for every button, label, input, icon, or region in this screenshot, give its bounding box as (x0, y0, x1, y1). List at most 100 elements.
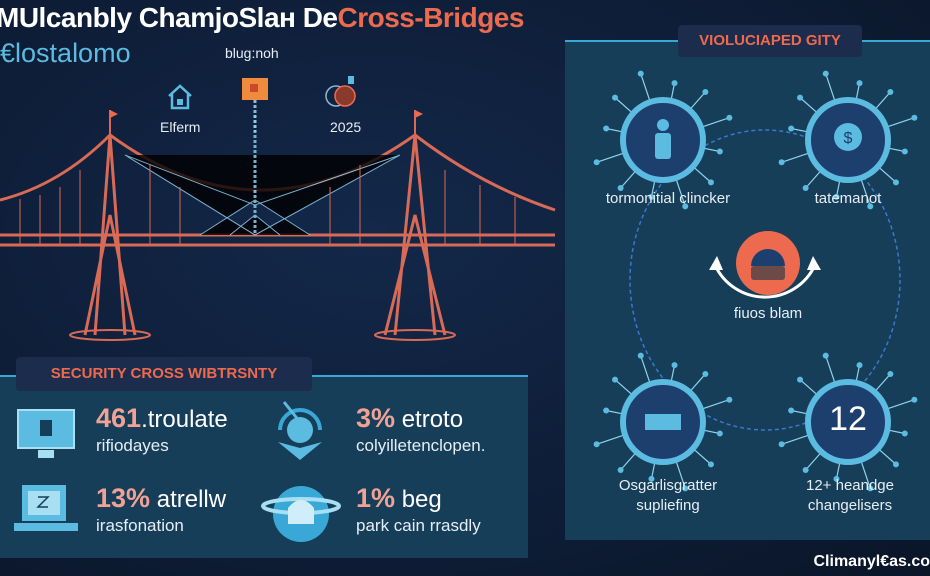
node-label: Osgarlisgratter supliefing (618, 477, 718, 514)
node-label: tormonitial clincker (605, 190, 731, 207)
node-card (620, 379, 706, 465)
stat-subtext: rifiodayes (96, 436, 169, 455)
spoke-dot (856, 362, 863, 369)
spoke-dot (788, 125, 795, 132)
spoke-line (694, 449, 712, 465)
spoke-dot (911, 114, 918, 121)
spoke-line (781, 152, 809, 163)
spoke-line (596, 152, 624, 163)
spoke-dot (867, 203, 874, 210)
spoke-dot (707, 179, 714, 186)
globe-icon (325, 76, 356, 107)
security-panel (0, 375, 528, 558)
spoke-dot (593, 159, 600, 166)
spoke-line (702, 117, 730, 128)
spoke-line (690, 373, 706, 391)
spoke-line (620, 171, 636, 189)
stat-subtext: irasfonation (96, 516, 184, 535)
node-dollar: $ (805, 97, 891, 183)
spoke-line (887, 117, 915, 128)
logo-text: lostalomo (15, 38, 131, 68)
spoke-dot (716, 430, 723, 437)
node-person (620, 97, 706, 183)
spoke-line (887, 399, 915, 410)
svg-text:$: $ (844, 130, 853, 147)
spoke-dot (856, 80, 863, 87)
spoke-dot (911, 396, 918, 403)
spoke-dot (833, 475, 840, 482)
spoke-dot (867, 485, 874, 492)
spoke-dot (702, 89, 709, 96)
spoke-dot (671, 362, 678, 369)
spoke-dot (707, 461, 714, 468)
spoke-line (690, 91, 706, 109)
spoke-dot (726, 114, 733, 121)
title-highlight: Cross-Bridges (337, 2, 525, 33)
spoke-dot (648, 475, 655, 482)
spoke-dot (612, 94, 619, 101)
spoke-dot (726, 396, 733, 403)
spoke-dot (802, 466, 809, 473)
spoke-line (640, 355, 651, 383)
subtitle: blug:noh (225, 45, 279, 61)
spoke-dot (637, 70, 644, 77)
monitor-lock-icon (17, 409, 75, 458)
footer-watermark: Climanyl€as.co (813, 553, 930, 570)
spoke-dot (702, 371, 709, 378)
spoke-line (825, 355, 836, 383)
spoke-line (825, 73, 836, 101)
spoke-dot (603, 125, 610, 132)
spoke-dot (617, 466, 624, 473)
spoke-line (675, 179, 686, 207)
spoke-dot (603, 407, 610, 414)
spoke-dot (612, 376, 619, 383)
spoke-line (694, 167, 712, 183)
spoke-dot (593, 441, 600, 448)
node-label: tatemanot (814, 190, 882, 207)
stat-subtext: colyilletenclopen. (356, 436, 486, 455)
stat-value: 3% (356, 403, 396, 433)
spoke-dot (716, 148, 723, 155)
spoke-dot (901, 430, 908, 437)
spoke-line (620, 453, 636, 471)
user-shield-icon (278, 401, 322, 460)
title-main: MUlcanbly ChamjoSlaн De (0, 2, 338, 33)
node-label: 12+ heandge changelisers (805, 477, 894, 514)
spoke-dot (778, 441, 785, 448)
spoke-line (675, 461, 686, 489)
center-lock-icon (736, 231, 800, 295)
spoke-line (799, 97, 817, 113)
spoke-line (879, 449, 897, 465)
spoke-line (805, 453, 821, 471)
page-title: MUlcanbly ChamjoSlaн DeCross-Bridges (0, 2, 524, 34)
icon-label-elferm: Elferm (160, 119, 201, 135)
spoke-dot (778, 159, 785, 166)
stat-subtext: park cain rrasdly (356, 516, 481, 535)
spoke-dot (802, 184, 809, 191)
spoke-line (875, 373, 891, 391)
spoke-line (875, 91, 891, 109)
spoke-dot (617, 184, 624, 191)
spoke-dot (822, 352, 829, 359)
node-number (805, 379, 891, 465)
bridge-illustration (0, 110, 556, 341)
node-number-value: 12 (829, 400, 867, 438)
spoke-dot (892, 179, 899, 186)
spoke-dot (648, 193, 655, 200)
stat-word: .troulate (141, 406, 228, 433)
spoke-line (879, 167, 897, 183)
spoke-line (614, 379, 632, 395)
spoke-line (860, 179, 871, 207)
spoke-dot (788, 407, 795, 414)
spoke-dot (822, 70, 829, 77)
center-label: fiuos blam (733, 305, 803, 322)
stat-word: beg (395, 486, 442, 513)
spoke-dot (887, 371, 894, 378)
security-panel-title: SECURITY CROSS WIBTRSNTY (16, 357, 312, 391)
spoke-line (860, 461, 871, 489)
spoke-dot (637, 352, 644, 359)
